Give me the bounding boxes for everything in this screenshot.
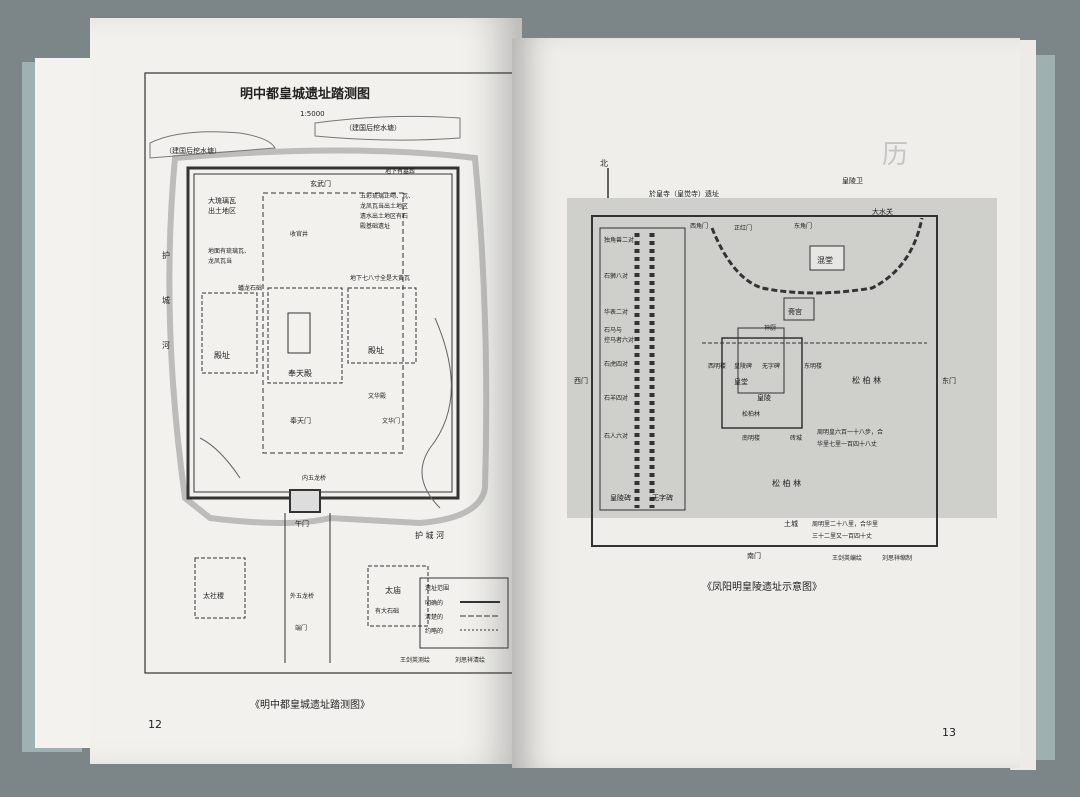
sheji-label: 太社稷 <box>203 591 224 600</box>
west-tower-label: 西明楼 <box>708 362 726 370</box>
statue-label: 石狮八对 <box>604 272 628 280</box>
right-page: 北 於皇寺（皇觉寺）遗址 皇陵卫 大水关 西角门 正红门 东角门 混堂 斋宫 神… <box>512 38 1020 768</box>
zhaigong-label: 斋宫 <box>788 307 802 316</box>
east-gate-label: 东门 <box>942 376 956 385</box>
statue-label: 石人六对 <box>604 432 628 440</box>
moat-hu-label: 护 <box>162 250 170 260</box>
dragon-base-label: 蟠龙石础 <box>238 284 262 292</box>
inner-bridge-label: 内五龙桥 <box>302 474 326 482</box>
perimeter-outer-2: 三十二里又一百四十丈 <box>812 532 872 540</box>
map-scale: 1:5000 <box>300 110 325 118</box>
right-caption: 《凤阳明皇陵遗址示意图》 <box>702 582 822 593</box>
taimiao-label: 太庙 <box>385 585 401 595</box>
credit-surveyor: 王剑英测绘 <box>400 656 430 664</box>
hall-site-left: 殿址 <box>214 350 230 360</box>
north-label: 北 <box>600 159 608 168</box>
statue-label: 石羊四对 <box>604 394 628 402</box>
inner-liuli-label-2: 龙凤瓦当 <box>208 257 232 265</box>
shenchu-label: 神厨 <box>764 324 776 332</box>
inner-pines-label: 松柏林 <box>742 410 760 418</box>
statue-label: 石马与 <box>604 326 622 334</box>
map-title: 明中都皇城遗址踏测图 <box>240 86 370 102</box>
left-caption: 《明中都皇城遗址踏测图》 <box>250 700 370 711</box>
right-page-number: 13 <box>942 726 956 739</box>
wucai-label-2: 龙凤瓦当出土地区 <box>360 202 408 210</box>
fengtian-gate-label: 奉天门 <box>290 416 311 425</box>
ming-tomb-map: 北 於皇寺（皇觉寺）遗址 皇陵卫 大水关 西角门 正红门 东角门 混堂 斋宫 神… <box>567 140 997 562</box>
inner-liuli-label: 地面有琉璃瓦、 <box>208 247 250 255</box>
wucai-label-4: 殿基础遗址 <box>360 222 390 230</box>
earth-wall-label: 土城 <box>784 519 798 528</box>
temple-label: 於皇寺（皇觉寺）遗址 <box>649 189 719 198</box>
right-credit-2: 刘思祥缩制 <box>882 554 912 562</box>
well-label: 收官井 <box>290 230 308 238</box>
corner-char: 历 <box>882 140 908 170</box>
left-page: 明中都皇城遗址踏测图 1:5000 （建国后挖水塘） （建国后挖水塘） 玄武门 … <box>90 18 522 764</box>
wenhua-gate-label: 文华门 <box>382 417 400 425</box>
dashuiguan-label: 大水关 <box>872 207 893 216</box>
perimeter-inner-1: 周明皇六百一十八步，合 <box>817 428 883 436</box>
pines-label-1: 松 柏 林 <box>852 375 881 385</box>
zhenghong-gate: 正红门 <box>734 224 752 232</box>
inner-stele-label: 皇陵碑 <box>734 362 752 370</box>
left-page-number: 12 <box>148 718 162 731</box>
moat-cheng-label: 城 <box>162 296 170 305</box>
taimiao-sub-label: 有大石础 <box>375 607 399 615</box>
moat-bottom-label: 护 城 河 <box>415 530 444 540</box>
brick-wall-label: 砖城 <box>790 434 802 442</box>
moat-he-label: 河 <box>162 340 170 350</box>
hall-site-right: 殿址 <box>368 345 384 355</box>
perimeter-outer-1: 周明里二十八里，合华里 <box>812 520 878 528</box>
credit-drafter: 刘思祥清绘 <box>455 656 485 664</box>
duanmen-label: 端门 <box>295 624 307 632</box>
tomb-label: 地下有墓葬 <box>385 167 415 175</box>
da-liuli-label: 大琉璃瓦 <box>208 196 236 205</box>
statue-label: 控马者六对 <box>604 336 634 344</box>
west-gate-label: 西门 <box>574 376 588 385</box>
right-credit-1: 王剑英编绘 <box>832 554 862 562</box>
outer-bridge-label: 外五龙桥 <box>290 592 314 600</box>
south-tower-label: 南明楼 <box>742 434 760 442</box>
hunchi-label: 混堂 <box>817 255 833 265</box>
wumen-label: 午门 <box>295 519 309 528</box>
south-gate-label: 南门 <box>747 551 761 560</box>
inner-blank-stele-label: 无字碑 <box>762 362 780 370</box>
east-tower-label: 东明楼 <box>804 362 822 370</box>
page-edges-left <box>35 58 95 748</box>
bottom-stele-label: 皇陵碑 <box>610 493 631 502</box>
pond-left-label: （建国后挖水塘） <box>165 146 221 155</box>
imperial-city-map: 明中都皇城遗址踏测图 1:5000 （建国后挖水塘） （建国后挖水塘） 玄武门 … <box>144 72 516 674</box>
huangtang-label: 皇堂 <box>734 377 748 386</box>
bottom-blank-stele-label: 无字碑 <box>652 493 673 502</box>
yellow-tile-label: 地下七八寸全是大黄瓦 <box>350 274 410 282</box>
east-corner-gate: 东角门 <box>794 222 812 230</box>
legend-item-2: 清楚的 <box>425 613 443 621</box>
statue-label: 独角兽二对 <box>604 236 634 244</box>
fengtian-hall-label: 奉天殿 <box>288 368 312 378</box>
legend-title: 遗址范围 <box>425 584 449 592</box>
wenhua-hall-label: 文华殿 <box>368 392 386 400</box>
statue-label: 石虎四对 <box>604 360 628 368</box>
legend-item-3: 约略的 <box>425 627 443 635</box>
tomb-guard-label: 皇陵卫 <box>842 176 863 185</box>
wucai-label-1: 五彩琉璃正吻、瓦、 <box>360 192 414 200</box>
da-liuli-label-2: 出土地区 <box>208 206 236 215</box>
pond-right-label: （建国后挖水塘） <box>345 123 401 132</box>
huangling-label: 皇陵 <box>757 393 771 402</box>
wucai-label-3: 遗水出土地区有石 <box>360 212 408 220</box>
pines-label-2: 松 柏 林 <box>772 478 801 488</box>
legend-item-1: 明确的 <box>425 599 443 607</box>
xuanwu-gate-label: 玄武门 <box>310 179 331 188</box>
perimeter-inner-2: 华里七里一百四十八丈 <box>817 440 877 448</box>
west-corner-gate: 西角门 <box>690 222 708 230</box>
statue-label: 华表二对 <box>604 308 628 316</box>
